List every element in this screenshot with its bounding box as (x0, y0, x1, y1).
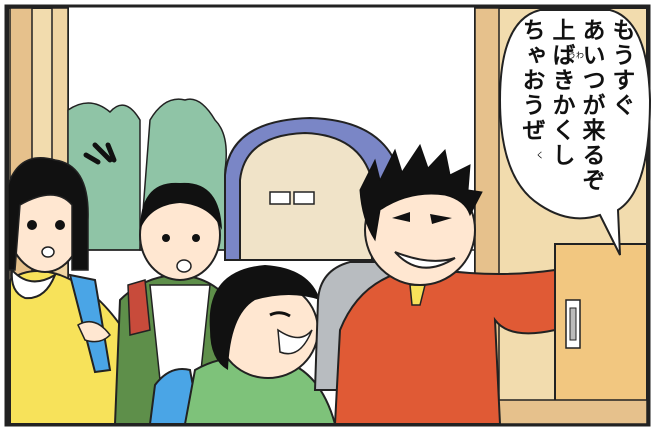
speech-bubble-text: もうすぐ あいつが来るぞ 上ばきかくし ちゃおうぜ (508, 18, 636, 218)
play-tunnel (224, 116, 401, 261)
speech-line-3: 上ばきかくし (548, 18, 574, 168)
speech-line-2: あいつが来るぞ (578, 18, 604, 193)
girl-yellow (6, 157, 142, 425)
shoe-locker (474, 243, 648, 425)
furigana-uwa: うわ (568, 51, 584, 60)
speech-line-4: ちゃおうぜ (518, 18, 544, 143)
speech-line-1: もうすぐ (608, 18, 634, 118)
furigana-ku: く (536, 151, 544, 160)
surprise-lines (83, 142, 117, 165)
speech-bubble (498, 9, 652, 256)
boy-red-jacket (333, 143, 556, 425)
